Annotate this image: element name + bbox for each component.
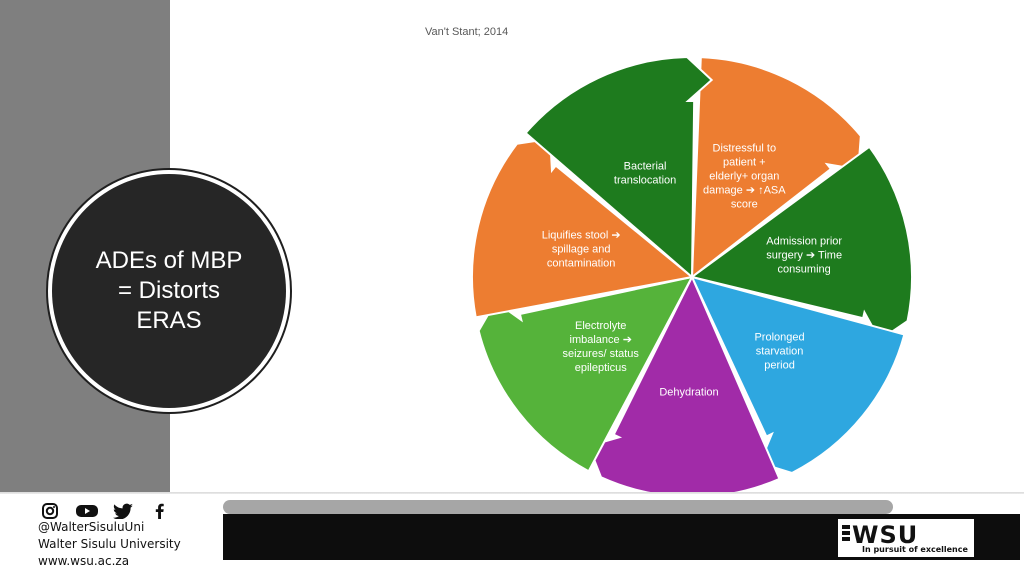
slide-title: ADEs of MBP = Distorts ERAS bbox=[95, 247, 243, 334]
cycle-label-4: Dehydration bbox=[659, 386, 718, 398]
youtube-icon[interactable] bbox=[74, 503, 100, 519]
cycle-segment-6 bbox=[471, 137, 695, 319]
footer-university: Walter Sisulu University bbox=[38, 537, 181, 551]
wsu-logo: WSU In pursuit of excellence bbox=[838, 519, 974, 557]
facebook-icon[interactable] bbox=[146, 503, 172, 519]
cycle-segment-7 bbox=[524, 56, 714, 280]
instagram-icon[interactable] bbox=[38, 503, 64, 519]
twitter-icon[interactable] bbox=[110, 503, 136, 519]
social-icons bbox=[38, 503, 172, 519]
footer-grey-bar bbox=[223, 500, 893, 514]
title-circle: ADEs of MBP = Distorts ERAS bbox=[52, 174, 286, 408]
logo-bars-icon bbox=[842, 525, 850, 547]
cycle-segment-1 bbox=[690, 56, 862, 280]
logo-tagline: In pursuit of excellence bbox=[862, 545, 968, 554]
cycle-segment-5 bbox=[477, 275, 694, 473]
footer-website[interactable]: www.wsu.ac.za bbox=[38, 554, 130, 568]
cycle-segment-2 bbox=[689, 145, 913, 342]
footer-handle: @WalterSisuluUni bbox=[38, 520, 145, 534]
cycle-segment-3 bbox=[690, 275, 906, 475]
citation: Van't Stant; 2014 bbox=[425, 26, 509, 38]
logo-text: WSU bbox=[852, 521, 919, 549]
